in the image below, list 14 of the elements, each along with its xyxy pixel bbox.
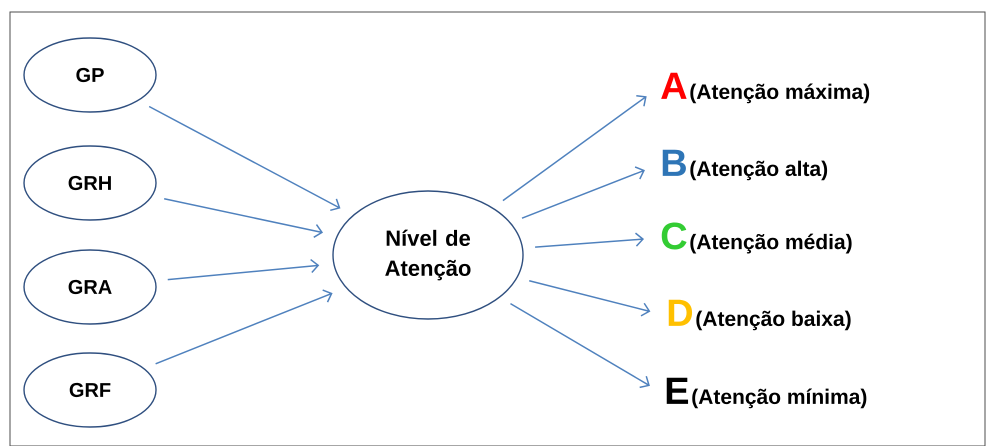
oval-node: GRF <box>23 352 157 428</box>
arrow <box>502 94 647 202</box>
arrow <box>148 106 340 212</box>
arrow <box>529 280 650 316</box>
oval-node: Nível de Atenção <box>332 190 524 320</box>
arrow <box>522 166 645 219</box>
oval-node: GRH <box>23 145 157 221</box>
arrow <box>155 289 333 364</box>
arrow <box>168 258 320 280</box>
oval-node: GP <box>23 37 157 113</box>
arrow <box>510 302 650 388</box>
oval-node: GRA <box>23 249 157 325</box>
arrow <box>164 198 324 238</box>
arrow <box>535 232 644 248</box>
